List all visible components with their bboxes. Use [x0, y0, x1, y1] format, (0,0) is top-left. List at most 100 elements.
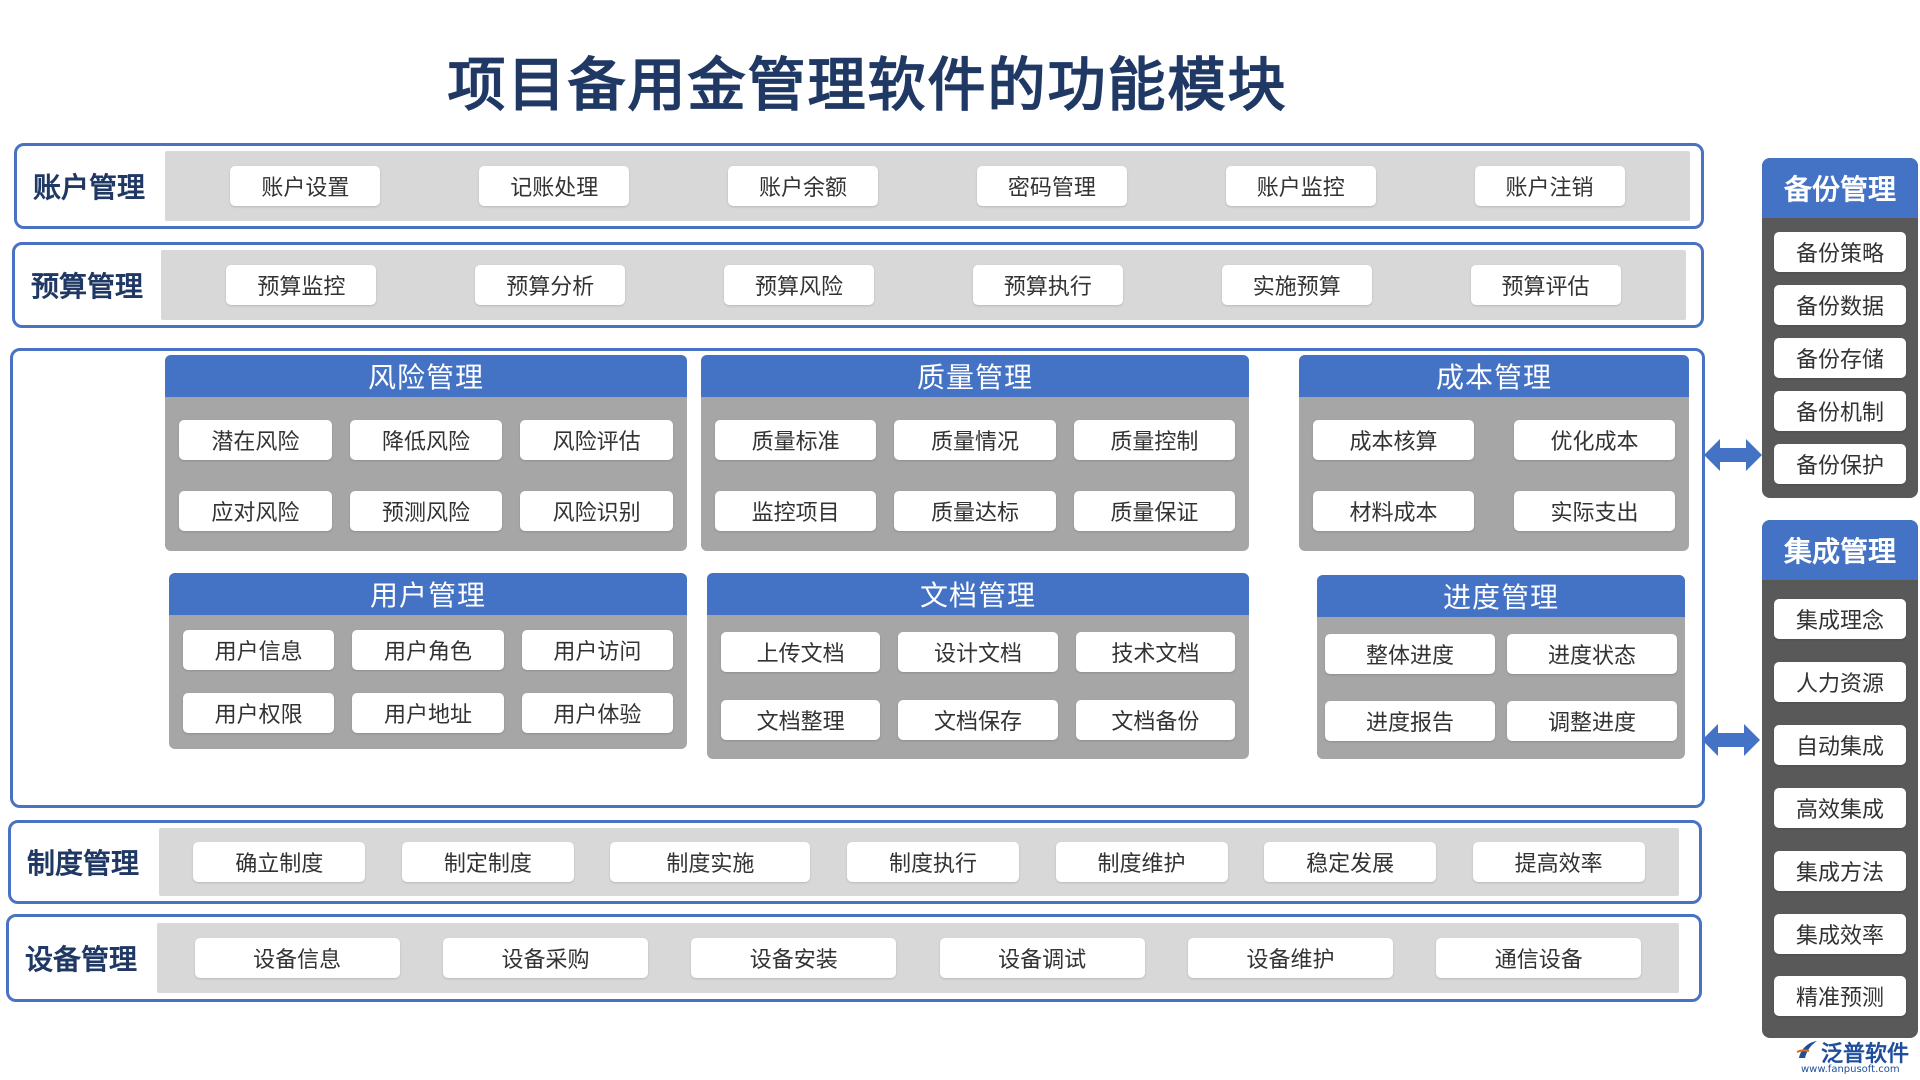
chip[interactable]: 上传文档 [721, 632, 881, 672]
chip[interactable]: 制度实施 [610, 842, 811, 882]
chip[interactable]: 成本核算 [1313, 419, 1474, 460]
double-arrow-icon [1702, 724, 1760, 756]
module-items: 上传文档 设计文档 技术文档 文档整理 文档保存 文档备份 [721, 625, 1235, 747]
chip[interactable]: 人力资源 [1774, 662, 1906, 703]
chip[interactable]: 质量情况 [894, 419, 1056, 460]
chip[interactable]: 备份策略 [1774, 232, 1906, 273]
chip[interactable]: 文档保存 [898, 700, 1058, 740]
chip[interactable]: 账户余额 [728, 166, 879, 206]
chip[interactable]: 预算执行 [972, 265, 1123, 305]
chip[interactable]: 文档整理 [721, 700, 881, 740]
chip[interactable]: 账户监控 [1225, 166, 1376, 206]
fanpu-logo-icon [1796, 1041, 1817, 1058]
module-title: 风险管理 [165, 355, 687, 397]
chip[interactable]: 监控项目 [715, 490, 877, 531]
chip[interactable]: 调整进度 [1507, 700, 1677, 741]
chip[interactable]: 实施预算 [1221, 265, 1372, 305]
row-track: 设备信息 设备采购 设备安装 设备调试 设备维护 通信设备 [157, 923, 1679, 993]
chip[interactable]: 备份数据 [1774, 285, 1906, 326]
chip[interactable]: 预算风险 [724, 265, 875, 305]
chip[interactable]: 预算分析 [475, 265, 626, 305]
logo-url: www.fanpusoft.com [1801, 1064, 1900, 1075]
chip[interactable]: 集成效率 [1774, 913, 1906, 954]
chip[interactable]: 设备调试 [939, 938, 1145, 978]
chip[interactable]: 自动集成 [1774, 725, 1906, 766]
chip[interactable]: 文档备份 [1075, 700, 1235, 740]
page-title: 项目备用金管理软件的功能模块 [447, 51, 1288, 119]
chip[interactable]: 预算监控 [226, 265, 377, 305]
panel-title: 集成管理 [1762, 520, 1918, 580]
chip[interactable]: 风险评估 [520, 419, 673, 460]
chip[interactable]: 潜在风险 [179, 419, 332, 460]
chip[interactable]: 高效集成 [1774, 787, 1906, 828]
module-title: 进度管理 [1317, 575, 1685, 617]
chip[interactable]: 用户体验 [521, 692, 673, 733]
chip[interactable]: 用户访问 [521, 629, 673, 670]
chip[interactable]: 稳定发展 [1264, 842, 1437, 882]
backup-management-panel: 备份管理 备份策略 备份数据 备份存储 备份机制 备份保护 [1762, 158, 1918, 498]
chip[interactable]: 用户权限 [183, 692, 335, 733]
chip[interactable]: 优化成本 [1514, 419, 1675, 460]
chip[interactable]: 备份存储 [1774, 337, 1906, 378]
chip[interactable]: 进度状态 [1507, 633, 1677, 674]
chip[interactable]: 确立制度 [193, 842, 366, 882]
row-label: 制度管理 [27, 847, 140, 880]
chip[interactable]: 质量标准 [715, 419, 877, 460]
module-title: 文档管理 [707, 573, 1249, 615]
user-management-module: 用户管理 用户信息 用户角色 用户访问 用户权限 用户地址 用户体验 [169, 573, 687, 749]
row-track: 账户设置 记账处理 账户余额 密码管理 账户监控 账户注销 [165, 151, 1690, 221]
chip[interactable]: 备份保护 [1774, 443, 1906, 484]
fanpu-logo: 泛普软件 www.fanpusoft.com [1795, 1036, 1920, 1078]
chip[interactable]: 用户信息 [183, 629, 335, 670]
module-items: 质量标准 质量情况 质量控制 监控项目 质量达标 质量保证 [715, 411, 1235, 539]
equipment-management-row: 设备管理 设备信息 设备采购 设备安装 设备调试 设备维护 通信设备 [6, 914, 1702, 1002]
chip[interactable]: 设备安装 [691, 938, 897, 978]
chip[interactable]: 集成方法 [1774, 850, 1906, 891]
system-management-row: 制度管理 确立制度 制定制度 制度实施 制度执行 制度维护 稳定发展 提高效率 [8, 820, 1702, 904]
chip[interactable]: 用户地址 [352, 692, 504, 733]
chip[interactable]: 制度执行 [846, 842, 1019, 882]
chip[interactable]: 记账处理 [479, 166, 630, 206]
double-arrow-icon [1704, 439, 1762, 471]
chip[interactable]: 账户注销 [1474, 166, 1625, 206]
integration-management-panel: 集成管理 集成理念 人力资源 自动集成 高效集成 集成方法 集成效率 精准预测 [1762, 520, 1918, 1038]
chip[interactable]: 材料成本 [1313, 490, 1474, 531]
chip[interactable]: 降低风险 [349, 419, 503, 460]
chip[interactable]: 质量保证 [1073, 490, 1235, 531]
chip[interactable]: 集成理念 [1774, 599, 1906, 640]
logo-name: 泛普软件 [1821, 1042, 1910, 1067]
chip[interactable]: 技术文档 [1075, 632, 1235, 672]
chip[interactable]: 备份机制 [1774, 390, 1906, 431]
panel-title: 备份管理 [1762, 158, 1918, 218]
chip[interactable]: 制度维护 [1055, 842, 1228, 882]
row-label: 预算管理 [31, 270, 144, 303]
row-label: 账户管理 [33, 171, 146, 204]
chip[interactable]: 制定制度 [401, 842, 574, 882]
document-management-module: 文档管理 上传文档 设计文档 技术文档 文档整理 文档保存 文档备份 [707, 573, 1249, 759]
chip[interactable]: 提高效率 [1472, 842, 1645, 882]
row-track: 确立制度 制定制度 制度实施 制度执行 制度维护 稳定发展 提高效率 [159, 828, 1679, 896]
chip[interactable]: 质量控制 [1073, 419, 1235, 460]
chip[interactable]: 设计文档 [898, 632, 1058, 672]
chip[interactable]: 设备信息 [194, 938, 400, 978]
chip[interactable]: 用户角色 [352, 629, 504, 670]
chip[interactable]: 质量达标 [894, 490, 1056, 531]
chip[interactable]: 整体进度 [1325, 633, 1495, 674]
chip[interactable]: 设备采购 [442, 938, 648, 978]
chip[interactable]: 应对风险 [179, 490, 332, 531]
progress-management-module: 进度管理 整体进度 进度状态 进度报告 调整进度 [1317, 575, 1685, 759]
risk-management-module: 风险管理 潜在风险 降低风险 风险评估 应对风险 预测风险 风险识别 [165, 355, 687, 551]
row-track: 预算监控 预算分析 预算风险 预算执行 实施预算 预算评估 [161, 250, 1686, 320]
module-title: 成本管理 [1299, 355, 1689, 397]
chip[interactable]: 精准预测 [1774, 976, 1906, 1017]
chip[interactable]: 预测风险 [349, 490, 503, 531]
chip[interactable]: 设备维护 [1187, 938, 1393, 978]
chip[interactable]: 密码管理 [976, 166, 1127, 206]
chip[interactable]: 进度报告 [1325, 700, 1495, 741]
chip[interactable]: 通信设备 [1436, 938, 1642, 978]
chip[interactable]: 风险识别 [520, 490, 673, 531]
module-items: 用户信息 用户角色 用户访问 用户权限 用户地址 用户体验 [183, 625, 673, 737]
chip[interactable]: 预算评估 [1470, 265, 1621, 305]
chip[interactable]: 实际支出 [1514, 490, 1675, 531]
chip[interactable]: 账户设置 [230, 166, 381, 206]
